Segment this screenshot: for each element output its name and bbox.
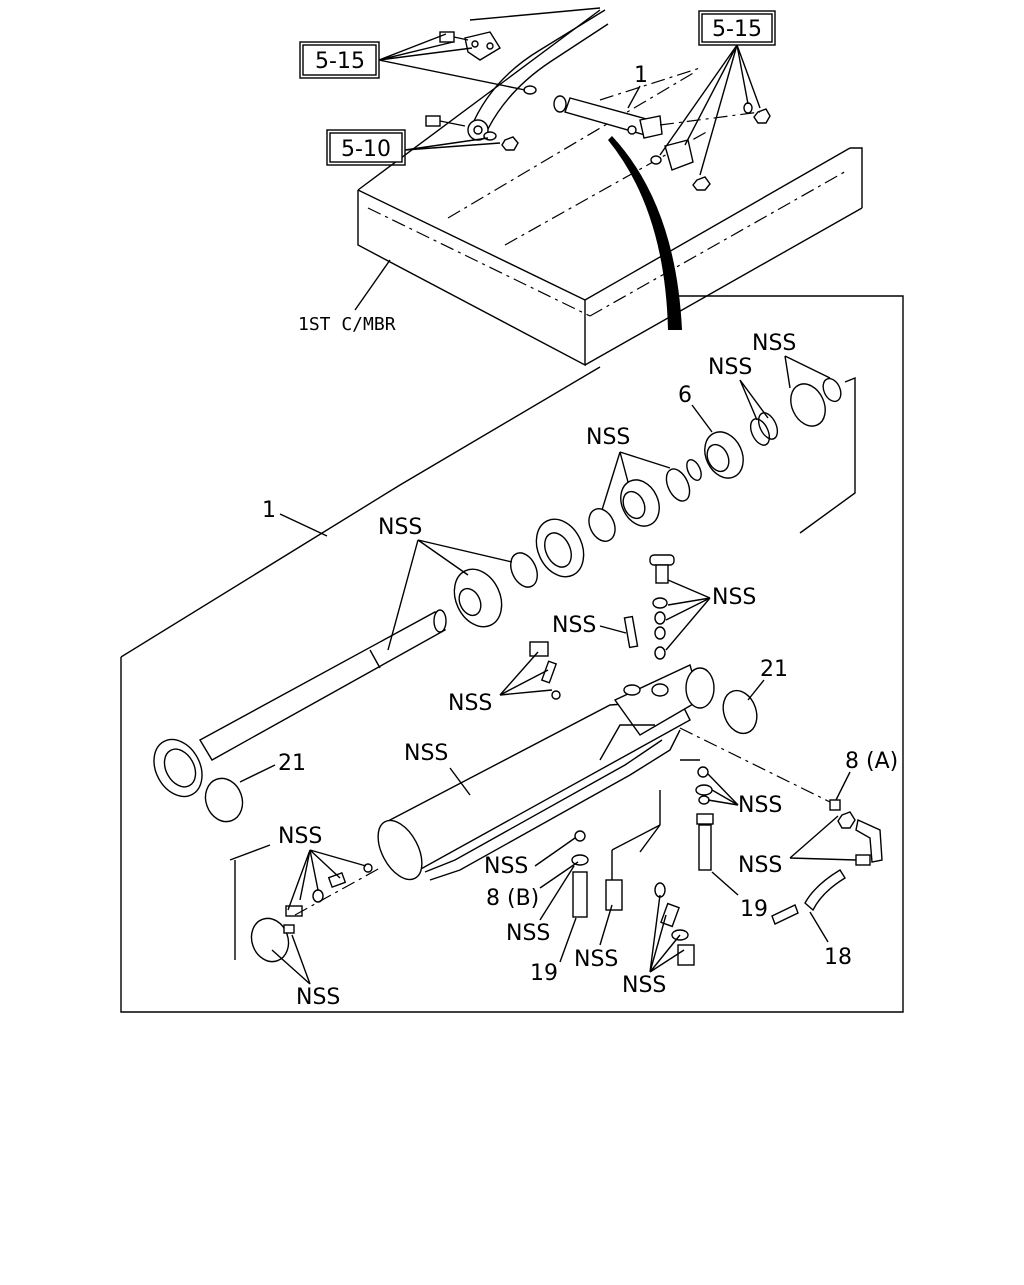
nss-label-fittings-left[interactable]: NSS [448,691,492,716]
nss-label-tube[interactable]: NSS [404,741,448,766]
nss-label-right-fittings[interactable]: NSS [738,793,782,818]
nss-label-washer[interactable]: NSS [506,921,550,946]
nss-label-fittings-mid[interactable]: NSS [552,613,596,638]
nss-label-hose[interactable]: NSS [738,853,782,878]
label-part-19-right[interactable]: 19 [740,897,768,922]
linkage-arm [425,9,609,151]
label-part-8b[interactable]: 8 (B) [486,886,539,911]
ref-box-right-top[interactable]: 5-15 [698,10,776,46]
cylinder-tube [204,664,758,881]
piston-rod [153,609,447,798]
leaders-5-15-left [378,33,526,91]
cylinder-overview [553,67,771,330]
nss-label-left-end[interactable]: NSS [278,824,322,849]
nss-label-fittings-right[interactable]: NSS [712,585,756,610]
label-part-21-left[interactable]: 21 [278,751,306,776]
detail-frame [120,295,904,1013]
leaders-5-15-right [659,44,761,176]
label-part-18[interactable]: 18 [824,945,852,970]
nss-label-end-cap[interactable]: NSS [296,985,340,1010]
svg-text:5-10: 5-10 [341,137,391,162]
label-part-19-left[interactable]: 19 [530,961,558,986]
svg-text:5-15: 5-15 [712,17,762,42]
nss-callouts: NSS NSS NSS NSS NSS NSS NSS NSS NSS NSS … [271,331,857,1010]
leaders-5-10 [404,137,501,151]
nss-label-bottom-fittings[interactable]: NSS [622,973,666,998]
overview-part-1-label: 1 [634,63,648,88]
label-part-21-right[interactable]: 21 [760,657,788,682]
nss-label-plug[interactable]: NSS [574,947,618,972]
frame-overview [354,7,863,367]
label-part-6[interactable]: 6 [678,383,692,408]
nss-label-left-upper[interactable]: NSS [378,515,422,540]
seal-stack [453,376,856,628]
label-part-1[interactable]: 1 [262,498,276,523]
ref-box-left-mid[interactable]: 5-10 [326,129,406,166]
svg-text:5-15: 5-15 [315,49,365,74]
nss-label-top-right[interactable]: NSS [752,331,796,356]
nss-label-b[interactable]: NSS [484,854,528,879]
label-part-8a[interactable]: 8 (A) [845,749,898,774]
nss-label-mid[interactable]: NSS [586,425,630,450]
fittings [229,554,883,966]
overview-part-1-leader [627,85,641,109]
detail-frame-diagonal [120,366,601,658]
nss-label-upper[interactable]: NSS [708,355,752,380]
frame-label: 1ST C/MBR [298,314,396,335]
ref-box-left-top[interactable]: 5-15 [299,41,380,79]
